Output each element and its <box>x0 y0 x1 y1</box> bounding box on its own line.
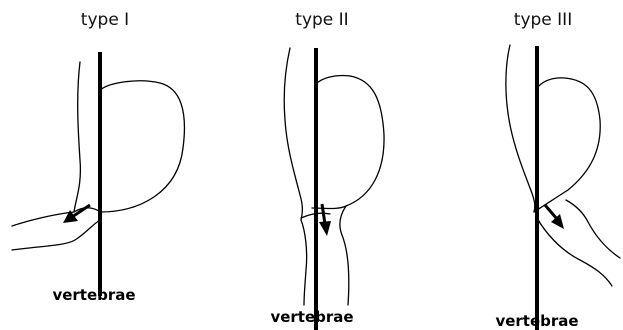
hernia-neck-right-type-2 <box>340 206 349 305</box>
panel-type-2: type II vertebrae <box>270 10 384 330</box>
herniation-arrow-head-type-1 <box>63 210 78 223</box>
duodenum-upper-outline-type-3 <box>566 200 620 258</box>
esophagus-stomach-outline-type-1 <box>12 62 80 226</box>
esophagus-outline-type-3 <box>506 45 535 212</box>
hernia-neck-left-type-2 <box>301 220 307 305</box>
panel-title-type-1: type I <box>81 10 129 30</box>
panel-title-type-3: type III <box>514 10 572 30</box>
panel-title-type-2: type II <box>295 10 348 30</box>
vertebrae-label-type-2: vertebrae <box>270 308 353 326</box>
herniation-arrow-shaft-type-2 <box>322 204 325 224</box>
stomach-fundus-type-1 <box>74 81 184 212</box>
vertebrae-label-type-3: vertebrae <box>495 312 578 330</box>
stomach-outline-type-2 <box>312 75 384 208</box>
esophagus-outline-type-2 <box>284 48 302 220</box>
vertebrae-label-type-1: vertebrae <box>52 286 135 304</box>
stomach-outline-type-3 <box>534 78 600 212</box>
panel-type-3: type III vertebrae <box>495 10 620 330</box>
herniation-arrow-head-type-2 <box>319 221 331 236</box>
herniation-arrow-shaft-type-3 <box>545 205 557 219</box>
duodenum-lower-outline-type-1 <box>12 220 100 250</box>
duodenum-lower-outline-type-3 <box>537 218 612 286</box>
panel-type-1: type I vertebrae <box>12 10 184 304</box>
